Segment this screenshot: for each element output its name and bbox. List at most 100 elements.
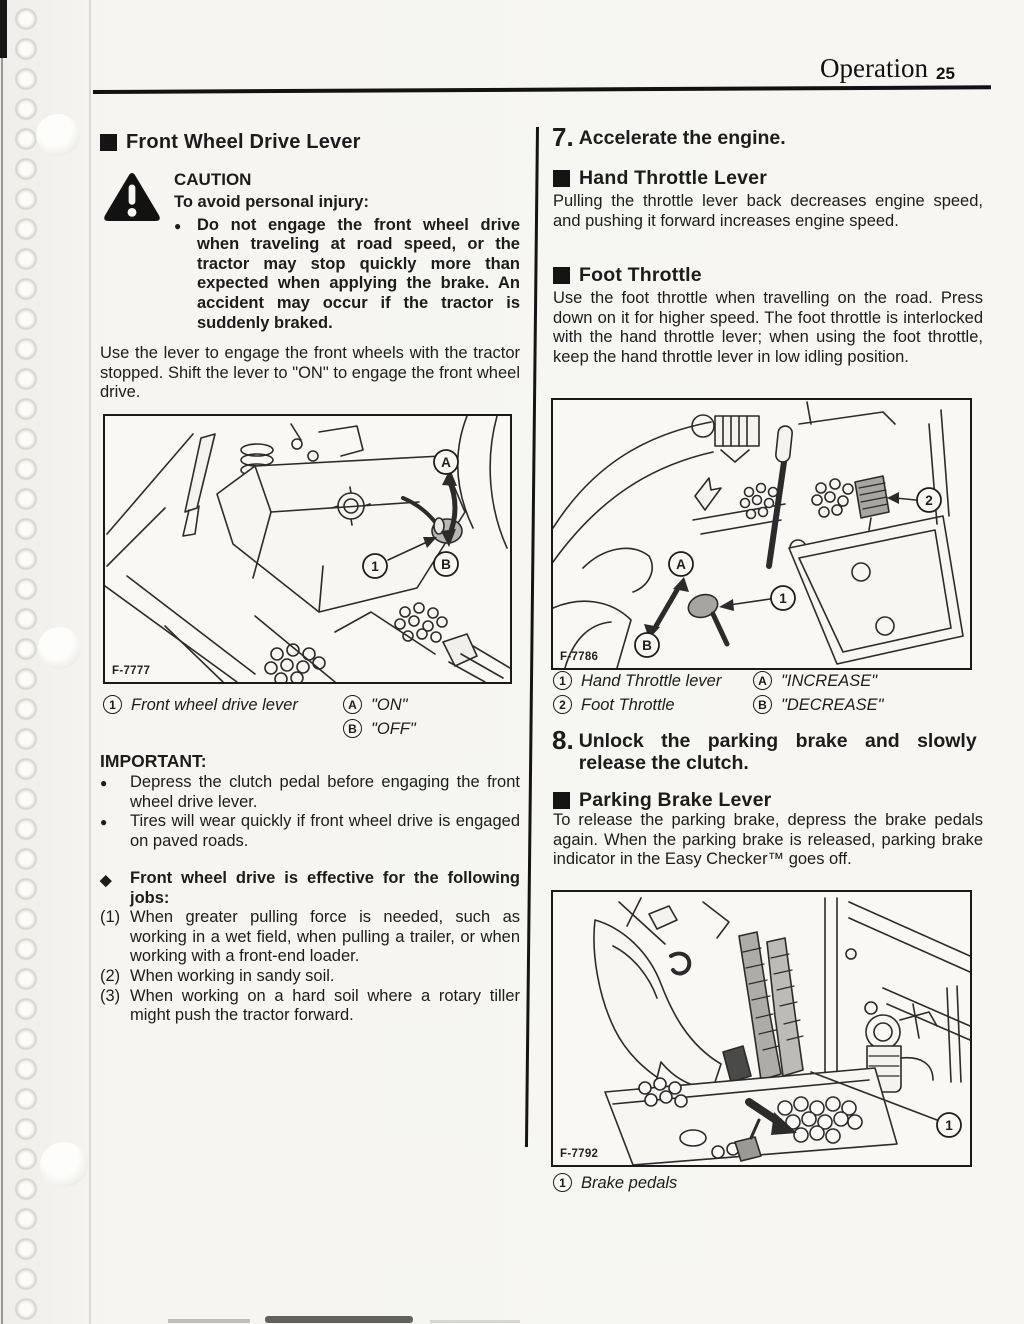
figure-front-wheel-drive-lever: A B 1 F-7777 xyxy=(103,414,512,684)
section-title: Front Wheel Drive Lever xyxy=(126,131,361,153)
important-block: IMPORTANT: ● Depress the clutch pedal be… xyxy=(100,751,520,851)
caption-item: B "OFF" xyxy=(343,719,513,739)
section-title: Hand Throttle Lever xyxy=(579,167,767,189)
figure-label: F-7792 xyxy=(560,1148,599,1160)
section-parking-brake-lever: Parking Brake Lever xyxy=(553,789,983,811)
callout-2-icon: 2 xyxy=(925,493,933,508)
important-title: IMPORTANT: xyxy=(100,751,207,771)
step-number: 8. xyxy=(552,725,574,755)
header-page-number: 25 xyxy=(936,64,955,83)
section-square-icon xyxy=(553,792,570,809)
jobs-item: (1) When greater pulling force is needed… xyxy=(100,908,520,967)
caution-item-text: Do not engage the front wheel drive when… xyxy=(197,215,520,332)
section-square-icon xyxy=(553,170,570,187)
callout-1-icon: 1 xyxy=(945,1118,953,1133)
figure2-caption-left: 1 Hand Throttle lever 2 Foot Throttle xyxy=(553,671,763,719)
figure-throttle-levers: A B 1 2 F-7786 xyxy=(551,398,972,670)
column-divider xyxy=(524,127,539,1147)
jobs-heading: ◆ Front wheel drive is effective for the… xyxy=(100,869,520,908)
circled-1-icon: 1 xyxy=(103,695,122,714)
circled-a-icon: A xyxy=(343,695,362,714)
figure1-caption-right: A "ON" B "OFF" xyxy=(343,695,513,743)
step-title: Accelerate the engine. xyxy=(578,127,786,149)
caution-block: CAUTION To avoid personal injury: ● Do n… xyxy=(174,170,520,333)
bullet-icon: ● xyxy=(100,815,108,830)
jobs-item-text: When working on a hard soil where a rota… xyxy=(130,986,520,1025)
figure-label: F-7786 xyxy=(560,651,599,663)
section-front-wheel-drive-lever: Front Wheel Drive Lever xyxy=(100,131,520,153)
jobs-block: ◆ Front wheel drive is effective for the… xyxy=(100,869,520,1026)
diamond-icon: ◆ xyxy=(100,872,112,889)
scan-smudge xyxy=(168,1319,250,1323)
parking-brake-paragraph: To release the parking brake, depress th… xyxy=(553,811,983,869)
hand-throttle-paragraph: Pulling the throttle lever back decrease… xyxy=(553,192,983,230)
jobs-item: (3) When working on a hard soil where a … xyxy=(100,987,520,1026)
figure-label: F-7777 xyxy=(112,665,151,677)
caption-text: Brake pedals xyxy=(581,1174,678,1192)
caution-item: ● Do not engage the front wheel drive wh… xyxy=(174,216,520,334)
circled-1-icon: 1 xyxy=(553,1173,572,1192)
caption-text: Hand Throttle lever xyxy=(581,672,722,690)
binder-ring-hole xyxy=(36,114,80,156)
jobs-item-number: (1) xyxy=(100,908,121,927)
circled-a-icon: A xyxy=(753,671,772,690)
caption-text: Front wheel drive lever xyxy=(131,696,298,714)
step-8-heading: 8. Unlock the parking brake and slowly r… xyxy=(552,727,988,774)
figure3-caption: 1 Brake pedals xyxy=(553,1173,783,1197)
callout-1-icon: 1 xyxy=(371,559,379,574)
section-title: Parking Brake Lever xyxy=(579,789,772,811)
caption-text: "ON" xyxy=(371,696,408,714)
binder-ring-hole xyxy=(38,627,81,669)
intro-paragraph: Use the lever to engage the front wheels… xyxy=(100,344,520,402)
callout-a-icon: A xyxy=(676,557,686,572)
jobs-item-number: (2) xyxy=(100,966,121,985)
step-number: 7. xyxy=(552,122,574,152)
jobs-item-text: When greater pulling force is needed, su… xyxy=(130,908,520,966)
header-rule xyxy=(92,85,991,94)
bullet-icon: ● xyxy=(100,776,108,790)
caption-text: "DECREASE" xyxy=(781,696,884,714)
section-foot-throttle: Foot Throttle xyxy=(553,264,983,286)
figure1-caption-left: 1 Front wheel drive lever xyxy=(103,695,339,719)
foot-throttle-paragraph: Use the foot throttle when travelling on… xyxy=(553,289,983,366)
jobs-item-number: (3) xyxy=(100,986,121,1005)
circled-b-icon: B xyxy=(343,719,362,738)
caption-item: 1 Brake pedals xyxy=(553,1173,783,1193)
section-title: Foot Throttle xyxy=(579,264,702,286)
figure-f7786-drawing: A B 1 2 xyxy=(553,401,964,668)
caption-item: 2 Foot Throttle xyxy=(553,695,763,715)
caption-text: "INCREASE" xyxy=(781,672,878,690)
step-title: Unlock the parking brake and slowly rele… xyxy=(578,730,977,774)
caption-item: B "DECREASE" xyxy=(753,695,973,715)
figure-f7792-drawing: 1 xyxy=(593,897,970,1165)
caption-text: "OFF" xyxy=(371,720,416,738)
binder-ring-hole xyxy=(40,1142,88,1187)
jobs-title: Front wheel drive is effective for the f… xyxy=(130,869,520,907)
bullet-icon: ● xyxy=(174,218,182,233)
page-fold-line xyxy=(89,0,91,1324)
scan-smudge xyxy=(265,1316,413,1323)
figure-brake-pedals: 1 F-7792 xyxy=(551,890,972,1167)
section-hand-throttle-lever: Hand Throttle Lever xyxy=(553,167,983,189)
figure2-caption-right: A "INCREASE" B "DECREASE" xyxy=(753,671,973,719)
important-item-text: Tires will wear quickly if front wheel d… xyxy=(130,812,520,850)
caption-item: 1 Front wheel drive lever xyxy=(103,695,339,715)
circled-2-icon: 2 xyxy=(553,695,572,714)
callout-1-icon: 1 xyxy=(779,591,787,606)
section-square-icon xyxy=(100,134,117,151)
warning-triangle-icon xyxy=(104,172,160,222)
caption-item: 1 Hand Throttle lever xyxy=(553,671,763,691)
callout-a-icon: A xyxy=(441,455,451,470)
figure-f7777-drawing: A B 1 xyxy=(105,416,510,682)
scan-smudge xyxy=(430,1320,520,1323)
section-square-icon xyxy=(553,267,570,284)
header-section-title: Operation xyxy=(820,53,928,83)
callout-b-icon: B xyxy=(441,557,451,572)
caption-text: Foot Throttle xyxy=(581,696,675,714)
important-item: ● Depress the clutch pedal before engagi… xyxy=(100,773,520,812)
jobs-item-text: When working in sandy soil. xyxy=(130,966,335,985)
caption-item: A "INCREASE" xyxy=(753,671,973,691)
callout-b-icon: B xyxy=(642,638,652,653)
jobs-item: (2) When working in sandy soil. xyxy=(100,967,520,987)
